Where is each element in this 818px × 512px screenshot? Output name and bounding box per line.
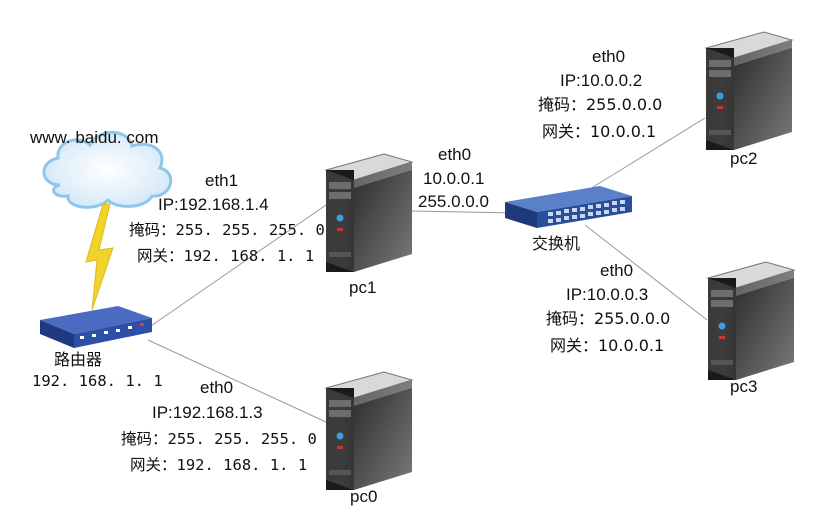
- lightning-icon: [85, 203, 114, 311]
- link-router-pc0: [147, 339, 327, 423]
- router-name: 路由器: [54, 350, 102, 369]
- pc2-eth0-mask: 掩码：255.0.0.0: [538, 95, 662, 114]
- link-router-pc1: [147, 204, 327, 329]
- pc0-name: pc0: [350, 487, 377, 506]
- pc0-server-icon: [325, 371, 413, 491]
- pc1-eth0-ip: 10.0.0.1: [423, 169, 484, 188]
- pc2-eth0-iface: eth0: [592, 47, 625, 66]
- pc0-eth0-iface: eth0: [200, 378, 233, 397]
- link-pc1-switch: [411, 210, 516, 214]
- pc2-name: pc2: [730, 149, 757, 168]
- pc1-eth0-mask: 255.0.0.0: [418, 192, 489, 211]
- pc3-server-icon: [707, 261, 795, 381]
- pc2-eth0-gateway: 网关：10.0.0.1: [542, 122, 656, 141]
- pc1-eth1-gateway: 网关：192. 168. 1. 1: [137, 247, 314, 265]
- pc0-eth0-ip: IP:192.168.1.3: [152, 403, 263, 422]
- router-icon: [40, 306, 152, 348]
- cloud-icon: [42, 130, 173, 209]
- internet-label: www. baidu. com: [29, 128, 159, 147]
- pc3-eth0-mask: 掩码：255.0.0.0: [546, 309, 670, 328]
- pc0-eth0-gateway: 网关：192. 168. 1. 1: [130, 456, 307, 474]
- pc1-eth1-iface: eth1: [205, 171, 238, 190]
- pc3-eth0-gateway: 网关：10.0.0.1: [550, 336, 664, 355]
- pc0-eth0-mask: 掩码：255. 255. 255. 0: [121, 430, 317, 448]
- pc3-eth0-ip: IP:10.0.0.3: [566, 285, 648, 304]
- link-switch-pc3: [584, 224, 708, 321]
- pc3-eth0-iface: eth0: [600, 261, 633, 280]
- pc3-name: pc3: [730, 377, 757, 396]
- pc1-name: pc1: [349, 278, 376, 297]
- pc2-eth0-ip: IP:10.0.0.2: [560, 71, 642, 90]
- switch-name: 交换机: [532, 234, 580, 253]
- switch-icon: [505, 186, 632, 228]
- pc1-eth1-ip: IP:192.168.1.4: [158, 195, 269, 214]
- pc1-eth0-iface: eth0: [438, 145, 471, 164]
- pc1-server-icon: [325, 153, 413, 273]
- pc2-server-icon: [705, 31, 793, 151]
- link-switch-pc2: [584, 117, 706, 193]
- pc1-eth1-mask: 掩码：255. 255. 255. 0: [129, 221, 325, 239]
- router-ip: 192. 168. 1. 1: [32, 372, 163, 390]
- links: [147, 117, 708, 423]
